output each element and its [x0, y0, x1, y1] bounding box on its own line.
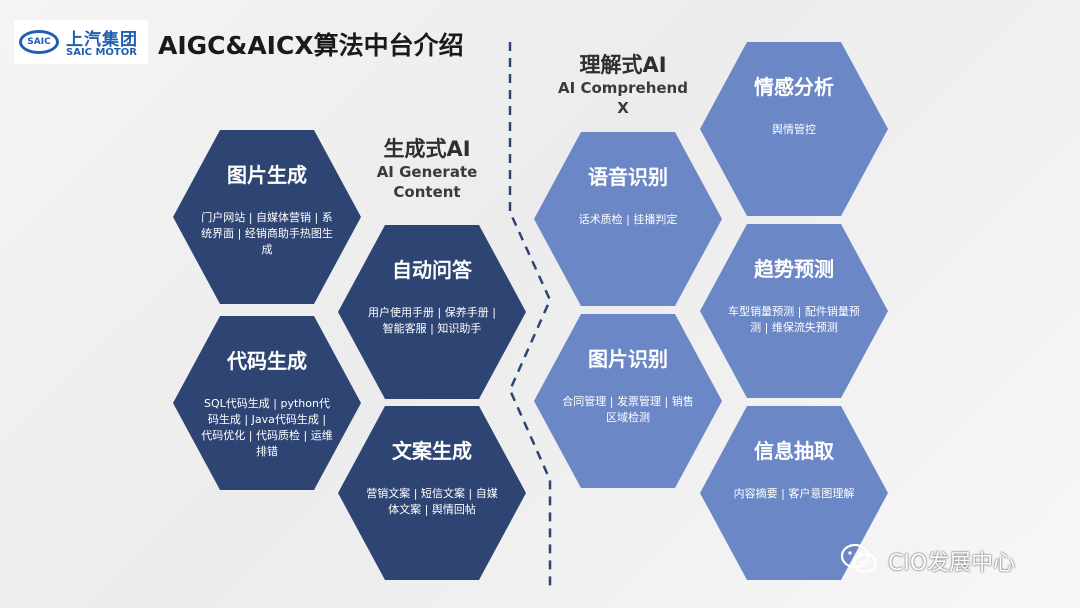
section-comprehend-cn: 理解式AI: [579, 53, 667, 77]
section-comprehend-en-line2: X: [617, 99, 629, 117]
logo-company-cn: 上汽集团: [66, 30, 138, 50]
section-generative-en-line2: Content: [393, 183, 461, 201]
section-generative-ai: 生成式AI AI Generate Content: [360, 136, 494, 202]
hex-description: 合同管理 | 发票管理 | 销售区域检测: [562, 395, 694, 424]
section-comprehend-ai: 理解式AI AI Comprehend X: [548, 52, 698, 118]
hex-description: 内容摘要 | 客户意图理解: [733, 487, 855, 500]
hex-title: 代码生成: [227, 349, 307, 373]
watermark-text: CIO发展中心: [888, 551, 1016, 576]
saic-badge-icon: SAIC: [19, 30, 59, 54]
wechat-icon: [840, 543, 878, 574]
saic-logo: SAIC 上汽集团 SAIC MOTOR: [14, 20, 148, 64]
hex-title: 信息抽取: [754, 439, 834, 463]
hex-title: 情感分析: [754, 75, 834, 99]
hex-description: 舆情管控: [772, 123, 816, 136]
section-comprehend-en-line1: AI Comprehend: [558, 79, 688, 97]
hex-title: 语音识别: [588, 165, 668, 189]
hex-auto-qa: 自动问答 用户使用手册 | 保养手册 | 智能客服 | 知识助手: [338, 225, 526, 399]
hex-title: 自动问答: [392, 258, 472, 282]
hex-description: 车型销量预测 | 配件销量预测 | 维保流失预测: [728, 305, 860, 334]
hex-description: 营销文案 | 短信文案 | 自媒体文案 | 舆情回帖: [366, 487, 498, 516]
hex-description: 门户网站 | 自媒体营销 | 系统界面 | 经销商助手热图生成: [201, 211, 333, 256]
watermark: CIO发展中心: [840, 540, 1060, 580]
section-generative-cn: 生成式AI: [383, 137, 471, 161]
hex-title: 图片生成: [227, 163, 307, 187]
hex-title: 文案生成: [392, 439, 472, 463]
hex-title: 趋势预测: [754, 257, 834, 281]
section-generative-en-line1: AI Generate: [376, 163, 478, 181]
page-title: AIGC&AICX算法中台介绍: [158, 31, 464, 60]
logo-company-en: SAIC MOTOR: [66, 47, 137, 58]
hex-title: 图片识别: [588, 347, 668, 371]
hex-description: SQL代码生成 | python代码生成 | Java代码生成 | 代码优化 |…: [201, 397, 333, 458]
hex-description: 用户使用手册 | 保养手册 | 智能客服 | 知识助手: [368, 306, 496, 335]
hex-description: 话术质检 | 挂播判定: [578, 213, 678, 226]
hex-copywriting-generation: 文案生成 营销文案 | 短信文案 | 自媒体文案 | 舆情回帖: [338, 406, 526, 580]
